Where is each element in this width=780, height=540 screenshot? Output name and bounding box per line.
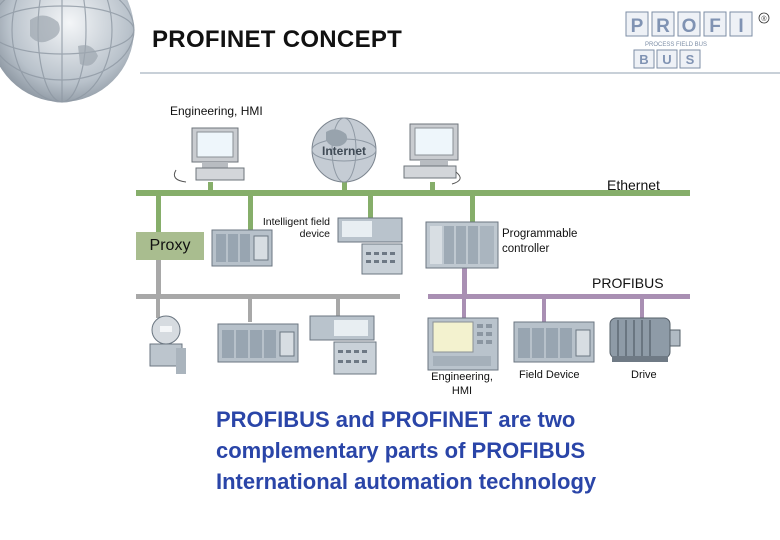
logo-bottom-tile — [633, 49, 655, 69]
globe-graphic — [0, 0, 135, 103]
field-device-rack-right-icon — [513, 321, 595, 363]
left-fieldbus — [136, 294, 400, 299]
profibus-label: PROFIBUS — [592, 275, 664, 291]
intelligent-field-device-label: Intelligent field device — [250, 216, 330, 240]
ethernet-label: Ethernet — [607, 177, 660, 193]
drive-label: Drive — [631, 369, 657, 381]
operator-panel-icon — [337, 217, 403, 275]
engineering-hmi-bottom-line-1: Engineering, — [431, 371, 493, 383]
ethernet-bus — [136, 190, 690, 196]
engineering-hmi-panel-icon — [427, 317, 499, 371]
logo-bottom-tile — [679, 49, 701, 69]
transmitter-device-icon — [149, 315, 186, 374]
logo-bottom-letter: S — [686, 52, 695, 67]
programmable-controller-label: Programmable controller — [502, 227, 577, 257]
logo-top-letter: P — [631, 16, 644, 37]
logo-top-tile — [729, 11, 753, 37]
logo-subtitle: PROCESS FIELD BUS — [645, 42, 707, 48]
field-device-rack-left-icon — [217, 323, 299, 363]
logo-top-tile — [651, 11, 675, 37]
logo-top-tile — [677, 11, 701, 37]
title-divider — [140, 72, 780, 74]
intelligent-field-device-line-1: Intelligent field — [262, 216, 330, 228]
intelligent-field-device-icon — [211, 229, 273, 267]
logo-bottom-letter: U — [662, 52, 671, 67]
caption-line-2: complementary parts of PROFIBUS — [216, 438, 586, 463]
logo-registered-mark: ® — [761, 15, 767, 23]
logo-bottom-letter: B — [639, 52, 648, 67]
proxy-label: Proxy — [136, 232, 204, 260]
logo-top-letter: R — [656, 16, 670, 37]
profibus-bus — [428, 294, 690, 299]
logo-top-letter: F — [709, 16, 721, 37]
slide-title: PROFINET CONCEPT — [152, 26, 403, 53]
engineering-hmi-bottom-label: Engineering, HMI — [420, 370, 504, 398]
caption-text: PROFIBUS and PROFINET are two complement… — [216, 404, 676, 497]
drive-motor-icon — [609, 317, 681, 362]
programmable-controller-icon — [425, 221, 499, 269]
computer-left-icon — [173, 127, 245, 183]
engineering-hmi-bottom-line-2: HMI — [451, 385, 473, 397]
caption-line-1: PROFIBUS and PROFINET are two — [216, 407, 576, 432]
internet-globe-icon: Internet — [311, 117, 377, 183]
logo-bottom-tile — [656, 49, 678, 69]
logo-top-tile — [703, 11, 727, 37]
field-device-label: Field Device — [519, 369, 580, 381]
logo-top-tile — [625, 11, 649, 37]
engineering-hmi-top-label: Engineering, HMI — [170, 104, 263, 118]
logo-top-letter: O — [682, 16, 697, 37]
intelligent-field-device-line-2: device — [299, 228, 330, 240]
internet-label: Internet — [322, 144, 366, 158]
computer-right-icon — [403, 123, 461, 185]
programmable-controller-line-2: controller — [502, 243, 550, 255]
hmi-panel-left-icon — [309, 315, 377, 375]
programmable-controller-line-1: Programmable — [502, 228, 578, 240]
caption-line-3: International automation technology — [216, 469, 597, 494]
logo-top-letter: I — [738, 16, 743, 37]
